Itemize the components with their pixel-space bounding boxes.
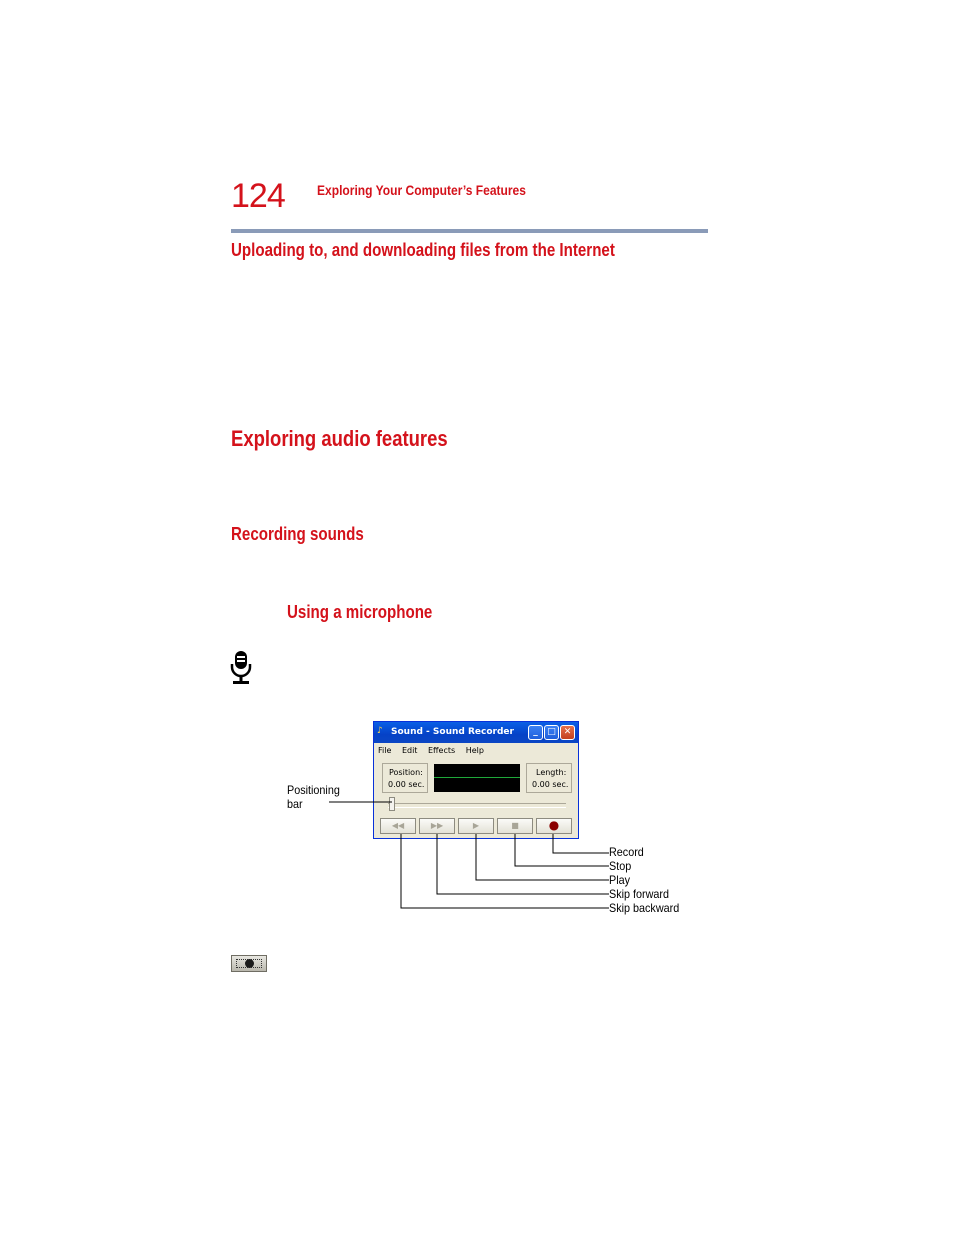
length-panel: Length: 0.00 sec. <box>526 763 572 793</box>
window-titlebar[interactable]: ♪ Sound - Sound Recorder _ □ ✕ <box>374 722 578 743</box>
length-label: Length: <box>536 768 567 777</box>
minimize-button[interactable]: _ <box>528 725 543 740</box>
heading-audio-features: Exploring audio features <box>231 426 448 451</box>
stop-button[interactable]: ■ <box>497 818 533 834</box>
callout-record: Record <box>609 845 644 859</box>
callout-positioning-bar: Positioning bar <box>287 783 340 811</box>
play-button[interactable]: ▶ <box>458 818 494 834</box>
close-button[interactable]: ✕ <box>560 725 575 740</box>
position-label: Position: <box>389 768 423 777</box>
page-number: 124 <box>231 177 286 215</box>
sound-recorder-window: ♪ Sound - Sound Recorder _ □ ✕ File Edit… <box>373 721 579 839</box>
callout-skip-forward: Skip forward <box>609 887 670 901</box>
window-title: Sound - Sound Recorder <box>391 727 514 737</box>
heading-using-microphone: Using a microphone <box>287 602 433 622</box>
waveform-display <box>434 764 520 792</box>
record-button[interactable]: ● <box>536 818 572 834</box>
position-panel: Position: 0.00 sec. <box>382 763 428 793</box>
length-value: 0.00 sec. <box>532 780 569 789</box>
callout-stop: Stop <box>609 859 632 873</box>
heading-recording-sounds: Recording sounds <box>231 524 364 544</box>
maximize-button[interactable]: □ <box>544 725 559 740</box>
positioning-bar-thumb[interactable] <box>389 797 395 811</box>
menu-edit[interactable]: Edit <box>401 746 418 755</box>
heading-uploading: Uploading to, and downloading files from… <box>231 240 615 260</box>
menu-file[interactable]: File <box>378 746 392 755</box>
menu-effects[interactable]: Effects <box>427 746 456 755</box>
callout-skip-backward: Skip backward <box>609 901 680 915</box>
header-rule <box>231 229 708 233</box>
positioning-bar[interactable] <box>388 803 566 808</box>
record-button-icon <box>231 955 267 972</box>
menu-bar: File Edit Effects Help <box>378 744 492 758</box>
callout-play: Play <box>609 873 631 887</box>
skip-forward-button[interactable]: ▶▶ <box>419 818 455 834</box>
running-head: Exploring Your Computer’s Features <box>317 182 526 198</box>
position-value: 0.00 sec. <box>388 780 425 789</box>
sound-recorder-app-icon: ♪ <box>377 726 383 736</box>
skip-backward-button[interactable]: ◀◀ <box>380 818 416 834</box>
menu-help[interactable]: Help <box>465 746 484 755</box>
microphone-icon <box>230 651 252 684</box>
